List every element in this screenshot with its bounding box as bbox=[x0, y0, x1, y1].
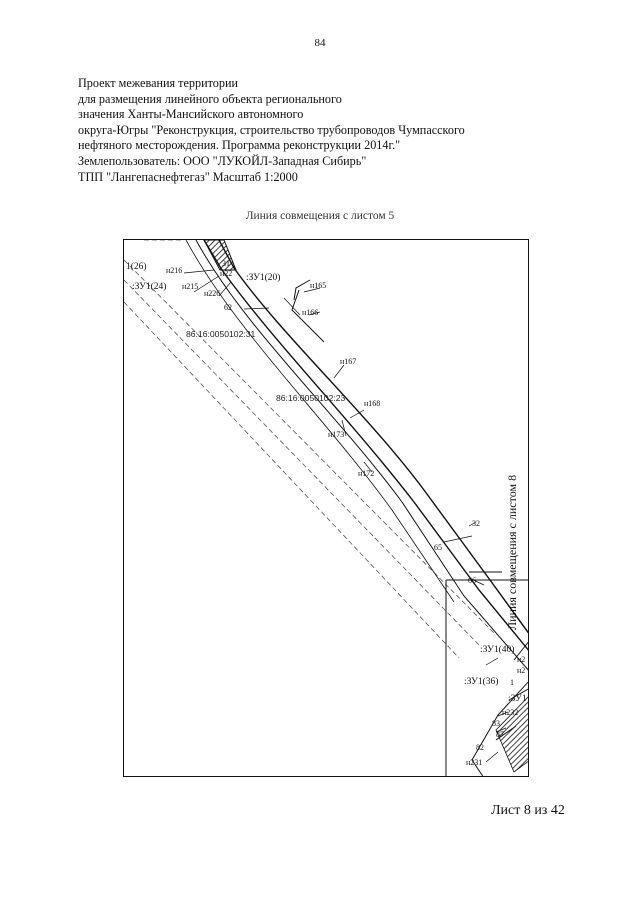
point-label: н172 bbox=[358, 469, 374, 478]
dashed-boundaries bbox=[124, 240, 497, 659]
hatched-area bbox=[203, 240, 237, 271]
point-label: н232 bbox=[502, 708, 518, 717]
point-label: н215 bbox=[182, 282, 198, 291]
page-number: 84 bbox=[314, 37, 326, 49]
cadastral-number: 86:16:0050102:31 bbox=[186, 329, 256, 339]
parcel-label: 1(26) bbox=[126, 261, 147, 272]
point-label: 87 bbox=[496, 730, 504, 739]
point-label: н231 bbox=[466, 758, 482, 767]
point-label: 82 bbox=[476, 743, 484, 752]
parcel-label: :ЗУ1(20) bbox=[246, 272, 280, 283]
sheet-counter: Лист 8 из 42 bbox=[491, 803, 565, 818]
parcel-label: :ЗУ1 bbox=[508, 694, 527, 704]
parcel-label: :ЗУ1(24) bbox=[132, 281, 166, 292]
header-line: для размещения линейного объекта региона… bbox=[78, 91, 342, 106]
header-line: ТПП "Лангепаснефтегаз" Масштаб 1:2000 bbox=[78, 169, 298, 184]
parcel-label: :ЗУ1(36) bbox=[464, 676, 498, 687]
leader-lines bbox=[183, 269, 509, 763]
point-label: 32 bbox=[472, 519, 480, 528]
point-label: н167 bbox=[340, 357, 356, 366]
survey-map: 1(26) :ЗУ1(24) :ЗУ1(20) :ЗУ1(40) :ЗУ1(36… bbox=[123, 239, 529, 777]
header-line: значения Ханты-Мансийского автономного bbox=[78, 107, 304, 122]
header-line: нефтяного месторождения. Программа рекон… bbox=[78, 138, 401, 153]
point-label: н173 bbox=[328, 430, 344, 439]
cadastral-number: 86:16:0050102:23 bbox=[276, 393, 346, 403]
survey-map-drawing: 1(26) :ЗУ1(24) :ЗУ1(20) :ЗУ1(40) :ЗУ1(36… bbox=[124, 240, 528, 776]
map-top-caption: Линия совмещения с листом 5 bbox=[245, 210, 395, 222]
point-label: 31 bbox=[222, 259, 230, 268]
point-label: н2 bbox=[517, 655, 525, 664]
corridor-lines bbox=[185, 240, 528, 671]
point-label: н2 bbox=[517, 666, 525, 675]
point-label: н216 bbox=[166, 266, 182, 275]
document-header: Проект межевания территории для размещен… bbox=[78, 76, 548, 185]
point-label: н165 bbox=[310, 281, 326, 290]
map-side-caption: Линия совмещения с листом 8 bbox=[505, 475, 519, 630]
header-line: округа-Югры "Реконструкция, строительств… bbox=[78, 122, 465, 137]
point-label: 65 bbox=[434, 543, 442, 552]
point-label: н166 bbox=[302, 308, 318, 317]
point-label: 62 bbox=[224, 303, 232, 312]
point-label: н22 bbox=[220, 269, 232, 278]
point-label: 66 bbox=[468, 576, 476, 585]
point-label: н226 bbox=[204, 289, 220, 298]
inset-block bbox=[445, 571, 528, 776]
point-label: н168 bbox=[364, 399, 380, 408]
header-line: Проект межевания территории bbox=[78, 76, 239, 90]
point-label: 1 bbox=[510, 678, 514, 687]
header-line: Землепользователь: ООО "ЛУКОЙЛ-Западная … bbox=[78, 153, 367, 168]
point-label: 83 bbox=[492, 719, 500, 728]
parcel-label: :ЗУ1(40) bbox=[480, 644, 514, 655]
